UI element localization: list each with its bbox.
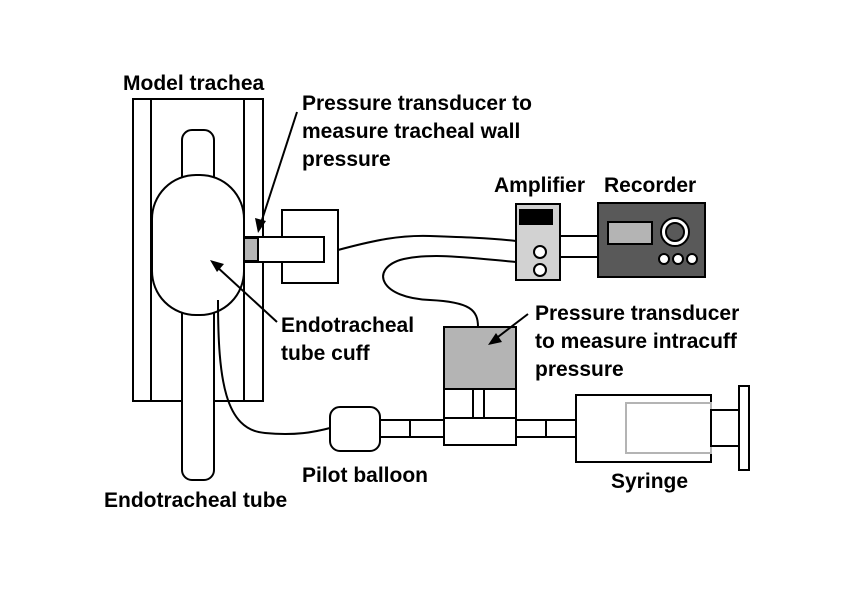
label-transducer-wall-line3: pressure bbox=[302, 148, 391, 171]
label-model-trachea: Model trachea bbox=[123, 72, 265, 95]
arrowhead-wall-transducer bbox=[255, 218, 266, 233]
arrows bbox=[215, 111, 529, 341]
arrowhead-cuff bbox=[210, 260, 224, 272]
syringe bbox=[575, 385, 750, 471]
label-transducer-cuff-line2: to measure intracuff bbox=[535, 330, 738, 353]
label-pilot-balloon: Pilot balloon bbox=[302, 464, 428, 487]
label-transducer-wall-line2: measure tracheal wall bbox=[302, 120, 520, 143]
endotracheal-tube-cuff bbox=[151, 174, 245, 316]
label-cuff-line2: tube cuff bbox=[281, 342, 371, 365]
intracuff-transducer bbox=[443, 326, 517, 446]
pilot-balloon bbox=[329, 406, 381, 452]
label-amplifier: Amplifier bbox=[494, 174, 585, 197]
pilot-line bbox=[217, 299, 331, 436]
wall-transducer-sensor bbox=[243, 237, 259, 262]
arrowhead-intracuff bbox=[488, 333, 502, 345]
recorder bbox=[597, 202, 706, 278]
label-transducer-wall-line1: Pressure transducer to bbox=[302, 92, 532, 115]
cable-amplifier-to-cuff-transducer bbox=[382, 255, 517, 328]
label-recorder: Recorder bbox=[604, 174, 696, 197]
label-transducer-cuff-line3: pressure bbox=[535, 358, 624, 381]
label-syringe: Syringe bbox=[611, 470, 688, 493]
amplifier bbox=[515, 203, 561, 281]
label-endotracheal-tube: Endotracheal tube bbox=[104, 489, 287, 512]
tubing bbox=[380, 419, 576, 438]
cable-wall-to-amplifier bbox=[337, 234, 517, 251]
label-cuff-line1: Endotracheal bbox=[281, 314, 414, 337]
label-transducer-cuff-line1: Pressure transducer bbox=[535, 302, 739, 325]
